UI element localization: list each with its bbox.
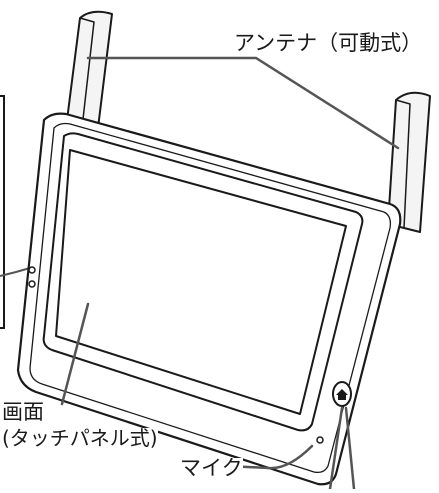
indicator-dot-upper xyxy=(28,266,36,274)
left-callout-frame xyxy=(0,95,5,329)
home-leader xyxy=(344,406,356,491)
antenna-left xyxy=(65,10,113,129)
leader-lines xyxy=(60,56,400,491)
antenna-right xyxy=(387,91,431,233)
mic-leader xyxy=(226,444,314,470)
screen-type-label: (タッチパネル式) xyxy=(2,426,158,450)
antenna-leader xyxy=(86,56,400,150)
mic-label: マイク xyxy=(180,456,243,480)
microphone-hole xyxy=(316,436,324,444)
home-leader-2 xyxy=(328,406,344,491)
screen-leader xyxy=(60,302,90,406)
monitor-body xyxy=(16,112,402,486)
antenna-label: アンテナ（可動式） xyxy=(234,31,423,55)
home-button-icon xyxy=(332,381,352,407)
screen-label: 画面 xyxy=(2,400,44,424)
left-leader-line xyxy=(0,267,31,277)
indicator-dot-lower xyxy=(28,280,36,288)
